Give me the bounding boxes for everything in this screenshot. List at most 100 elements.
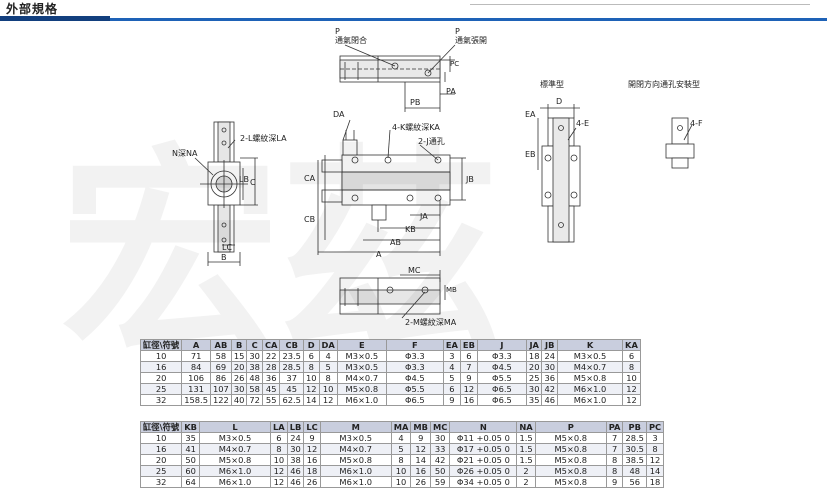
table-cell: 45 [279, 383, 304, 395]
table-cell: 26 [303, 476, 321, 488]
table-cell: M5×0.8 [336, 383, 387, 395]
table-cell: 18 [525, 350, 543, 362]
table-header-cell: AB [209, 339, 232, 351]
table-cell: Φ6.5 [385, 394, 444, 406]
table-header-cell: DA [318, 339, 338, 351]
label-ab: AB [390, 238, 401, 247]
label-p-close-text: 通氣閉合 [335, 36, 367, 45]
table-cell: 28.5 [279, 361, 304, 373]
table-cell: 1.5 [516, 443, 536, 455]
table-cell: 4 [390, 432, 412, 444]
table-cell: 7 [605, 443, 624, 455]
table-cell: 158.5 [181, 394, 211, 406]
table-cell: 12 [410, 443, 431, 455]
dimension-drawing [194, 44, 695, 319]
table-cell: 30 [286, 443, 305, 455]
table-cell: 30 [429, 432, 451, 444]
table-cell: Φ5.5 [476, 372, 527, 384]
table-cell: 10 [302, 372, 320, 384]
table-header-cell: MC [429, 421, 451, 433]
table-cell: 23.5 [279, 350, 304, 362]
label-side-port-type: 開閉方向通孔安裝型 [628, 80, 700, 89]
table-cell: 9 [605, 476, 624, 488]
table-cell: 16 [303, 454, 321, 466]
label-pb: PB [410, 98, 421, 107]
table-cell: 84 [181, 361, 211, 373]
table-cell: 26 [410, 476, 431, 488]
label-d: D [556, 97, 563, 106]
label-p-open-text: 通氣張開 [455, 36, 487, 45]
table-cell: 9 [442, 394, 461, 406]
table-cell: 20 [139, 454, 183, 466]
table-cell: M3×0.5 [336, 361, 387, 373]
label-p-open: P [455, 27, 460, 36]
table-header-cell: CA [261, 339, 281, 351]
table-cell: 36 [541, 372, 559, 384]
table-cell: 6 [302, 350, 320, 362]
table-header-cell: PA [605, 421, 624, 433]
table-header-cell: L [198, 421, 271, 433]
table-cell: 6 [622, 350, 641, 362]
table-cell: 10 [139, 350, 183, 362]
table-cell: Φ21 +0.05 0 [449, 454, 518, 466]
label-m-thread: 2-M螺紋深MA [405, 318, 457, 327]
table-cell: 38 [246, 361, 263, 373]
table-cell: M5×0.8 [557, 372, 624, 384]
table-cell: 25 [525, 372, 543, 384]
table-cell: 64 [181, 476, 200, 488]
label-4f: 4-F [690, 119, 703, 128]
label-jb: JB [466, 175, 474, 184]
table-cell: 7 [459, 361, 478, 373]
table-cell: 5 [318, 361, 338, 373]
table-cell: 38.5 [622, 454, 647, 466]
table-cell: M3×0.5 [319, 432, 392, 444]
label-lc: LC [222, 243, 233, 252]
table-cell: 12 [645, 454, 665, 466]
table-cell: 8 [645, 443, 665, 455]
table-header-cell: K [557, 339, 624, 351]
table-cell: 8 [269, 443, 288, 455]
table-cell: 7 [605, 432, 624, 444]
table-cell: 41 [181, 443, 200, 455]
table-header-cell: E [336, 339, 387, 351]
table-cell: 1.5 [516, 454, 536, 466]
table-cell: 32 [139, 476, 183, 488]
table-cell: M6×1.0 [557, 383, 624, 395]
table-cell: 10 [318, 383, 338, 395]
table-cell: 16 [459, 394, 478, 406]
table-cell: M5×0.8 [534, 432, 607, 444]
table-header-cell: NA [516, 421, 536, 433]
table-cell: 50 [181, 454, 200, 466]
table-cell: 36 [261, 372, 281, 384]
table-cell: M5×0.8 [534, 454, 607, 466]
table-cell: 10 [139, 432, 183, 444]
table-cell: 37 [279, 372, 304, 384]
table-header-cell: A [181, 339, 211, 351]
table-header-cell: PC [645, 421, 665, 433]
table-cell: 33 [429, 443, 451, 455]
table-cell: 9 [410, 432, 431, 444]
table-cell: 42 [541, 383, 559, 395]
table-cell: 12 [302, 383, 320, 395]
table-header-cell: 缸徑\符號 [139, 339, 183, 351]
spec-table-2: 缸徑\符號 KB L LA LB LC M MA MB MC N NA P PA… [139, 421, 665, 488]
table-header-cell: P [534, 421, 607, 433]
table-header-cell: LA [269, 421, 288, 433]
table-cell: 20 [525, 361, 543, 373]
table-cell: 62.5 [279, 394, 304, 406]
top-divider [470, 0, 810, 5]
label-4e: 4-E [576, 119, 590, 128]
table-cell: M6×1.0 [319, 465, 392, 477]
table-cell: 16 [410, 465, 431, 477]
table-cell: 12 [269, 476, 288, 488]
table-cell: 10 [622, 372, 641, 384]
table-header-cell: M [319, 421, 392, 433]
label-ja: JA [420, 212, 428, 221]
label-standard-type: 標準型 [540, 80, 564, 89]
